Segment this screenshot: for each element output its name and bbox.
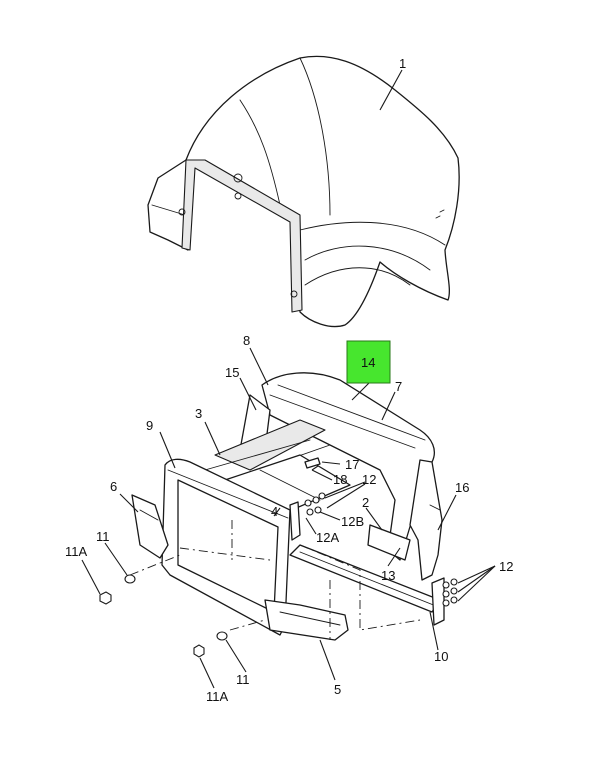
- callout-12A[interactable]: 12A: [316, 530, 339, 545]
- callout-11A-left[interactable]: 11A: [65, 544, 87, 559]
- callout-labels: 1 8 14 15 7 3 9 17 12 18 2 16 6 4 12B 12…: [65, 56, 513, 704]
- callout-18[interactable]: 18: [333, 472, 347, 487]
- callout-9[interactable]: 9: [146, 418, 153, 433]
- washer-lower: [216, 631, 228, 641]
- callout-2[interactable]: 2: [362, 495, 369, 510]
- hex-nut-lower: [193, 644, 205, 658]
- callout-10[interactable]: 10: [434, 649, 448, 664]
- plenum-frame-assembly: [129, 372, 445, 641]
- callout-5[interactable]: 5: [334, 682, 341, 697]
- callout-1[interactable]: 1: [399, 56, 406, 71]
- callout-14[interactable]: 14: [361, 355, 375, 370]
- callout-7[interactable]: 7: [395, 379, 402, 394]
- callout-8[interactable]: 8: [243, 333, 250, 348]
- callout-3[interactable]: 3: [195, 406, 202, 421]
- callout-15[interactable]: 15: [225, 365, 239, 380]
- hood-assembly: [147, 55, 460, 328]
- washer-left: [124, 574, 136, 584]
- highlight-box-14[interactable]: [346, 340, 391, 384]
- callout-17[interactable]: 17: [345, 457, 359, 472]
- callout-6[interactable]: 6: [110, 479, 117, 494]
- hex-nut-left: [99, 591, 112, 605]
- callout-16[interactable]: 16: [455, 480, 469, 495]
- callout-11-lower[interactable]: 11: [236, 672, 250, 687]
- leader-lines: [81, 69, 496, 689]
- callout-12-upper[interactable]: 12: [362, 472, 376, 487]
- callout-13[interactable]: 13: [381, 568, 395, 583]
- bolt-cluster-right: [442, 578, 458, 607]
- callout-4[interactable]: 4: [271, 504, 278, 519]
- bolt-cluster-center: [304, 492, 326, 516]
- callout-12-right[interactable]: 12: [499, 559, 513, 574]
- callout-11-left[interactable]: 11: [96, 529, 110, 544]
- callout-12B[interactable]: 12B: [341, 514, 364, 529]
- fasteners: [99, 457, 458, 658]
- callout-11A-lower[interactable]: 11A: [206, 689, 228, 704]
